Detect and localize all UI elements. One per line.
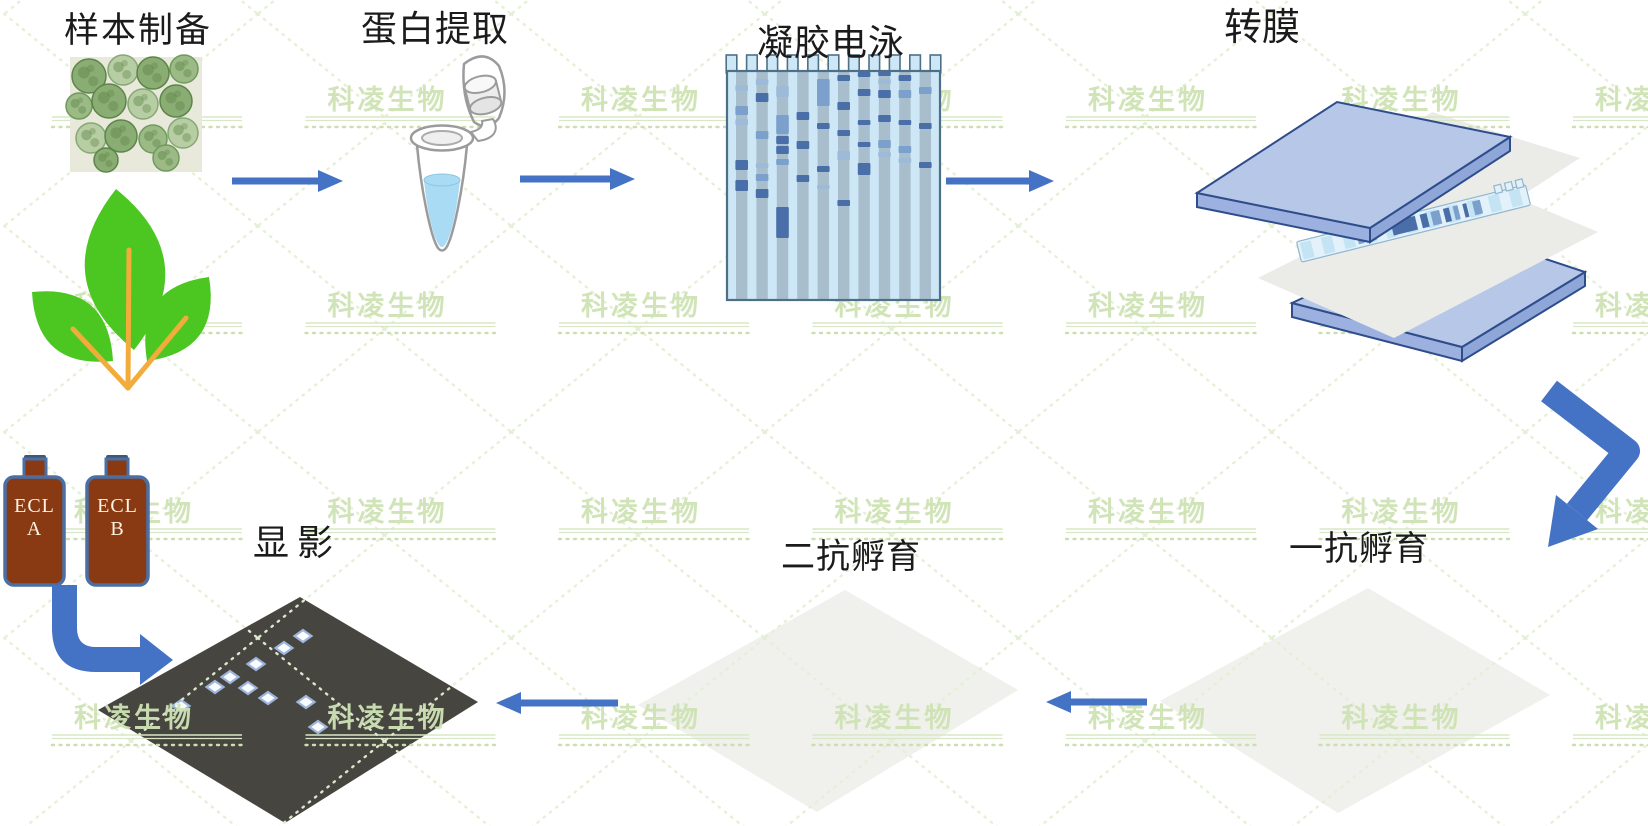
watermark-text: 科凌生物 [581, 85, 701, 115]
bottle-b-body [85, 475, 150, 587]
arrow-sample-to-extraction [232, 170, 343, 192]
film-band-spot [295, 694, 317, 710]
tube-cap [462, 55, 506, 128]
developed-film [98, 597, 478, 823]
bottle-a-label: ECL A [5, 495, 64, 541]
bottle-a-line2: A [26, 518, 43, 540]
leaf-center [84, 189, 166, 350]
tube-rim-inner [421, 130, 463, 146]
watermark-text: 科凌生物 [1342, 703, 1462, 733]
artwork-layer [3, 54, 1640, 714]
film-band-spot [292, 628, 314, 644]
stem-right [125, 315, 189, 391]
watermark-text: 科凌生物 [581, 703, 701, 733]
film-surface [98, 597, 478, 823]
watermark-text: 科凌生物 [581, 497, 701, 527]
filter-paper-front-sheet [1258, 175, 1598, 338]
tube-liquid [424, 180, 460, 247]
stem-left [70, 326, 131, 391]
top-plate [1194, 100, 1513, 230]
gel-strip [1296, 178, 1531, 263]
leaf-right [145, 277, 211, 361]
plant-sample [32, 189, 211, 391]
watermark-text: 科凌生物 [1595, 291, 1648, 321]
step-title-membrane-transfer: 转膜 [1224, 7, 1301, 49]
watermark-text: 科凌生物 [581, 291, 701, 321]
bottle-a-body [3, 475, 66, 587]
secondary-antibody-membrane [638, 590, 1018, 812]
watermark-text: 科凌生物 [835, 497, 955, 527]
film-band-spot [273, 640, 295, 656]
bottle-b-line2: B [110, 518, 125, 540]
leaf-left [32, 291, 113, 362]
step-title-sample-prep: 样本制备 [64, 11, 213, 50]
cell-micrograph [65, 54, 202, 173]
step-title-gel-electrophoresis: 凝胶电泳 [757, 23, 906, 63]
bottle-b-line1: ECL [97, 495, 138, 517]
watermark-text: 科凌生物 [328, 703, 448, 733]
stem-center [125, 247, 132, 391]
arrow-transfer-to-primary [1541, 380, 1640, 547]
watermark-text: 科凌生物 [1342, 497, 1462, 527]
watermark-text: 科凌生物 [1595, 85, 1648, 115]
ecl-bottles [3, 455, 150, 587]
film-band-spot [219, 669, 241, 685]
watermark-text: 科凌生物 [328, 291, 448, 321]
film-band-spot [204, 679, 226, 695]
arrow-secondary-to-imaging [496, 692, 618, 714]
arrow-extraction-to-gel [520, 168, 635, 190]
film-band-spot [245, 656, 267, 672]
film-band-spot [307, 719, 329, 735]
watermark-text: 科凌生物 [835, 703, 955, 733]
watermark-text: 科凌生物 [1088, 291, 1208, 321]
step-title-secondary-antibody: 二抗孵育 [781, 539, 921, 576]
bottle-a-line1: ECL [14, 495, 55, 517]
arrow-gel-to-transfer [946, 170, 1054, 192]
liquid-surface [423, 173, 461, 187]
electrophoresis-gel [725, 54, 942, 302]
transfer-stack [1194, 100, 1598, 363]
watermark-text: 科凌生物 [1088, 703, 1208, 733]
step-title-protein-extraction: 蛋白提取 [361, 9, 510, 49]
watermark-text: 科凌生物 [328, 497, 448, 527]
arrow-primary-to-secondary [1046, 691, 1147, 713]
film-band-spot [257, 690, 279, 706]
watermark-text: 科凌生物 [1088, 85, 1208, 115]
watermark-text: 科凌生物 [1595, 703, 1648, 733]
arrow-ecl-to-film [52, 585, 173, 685]
watermark-text: 科凌生物 [74, 703, 194, 733]
watermark-text: 科凌生物 [328, 85, 448, 115]
microcentrifuge-tube [409, 55, 506, 252]
step-title-primary-antibody: 一抗孵育 [1289, 531, 1429, 568]
watermark-text: 科凌生物 [1088, 497, 1208, 527]
primary-antibody-membrane [1160, 588, 1550, 813]
film-band-spot [237, 680, 259, 696]
bottle-b-label: ECL B [87, 495, 148, 541]
watermark-text: 科凌生物 [1595, 497, 1648, 527]
step-title-imaging: 显影 [253, 523, 342, 563]
